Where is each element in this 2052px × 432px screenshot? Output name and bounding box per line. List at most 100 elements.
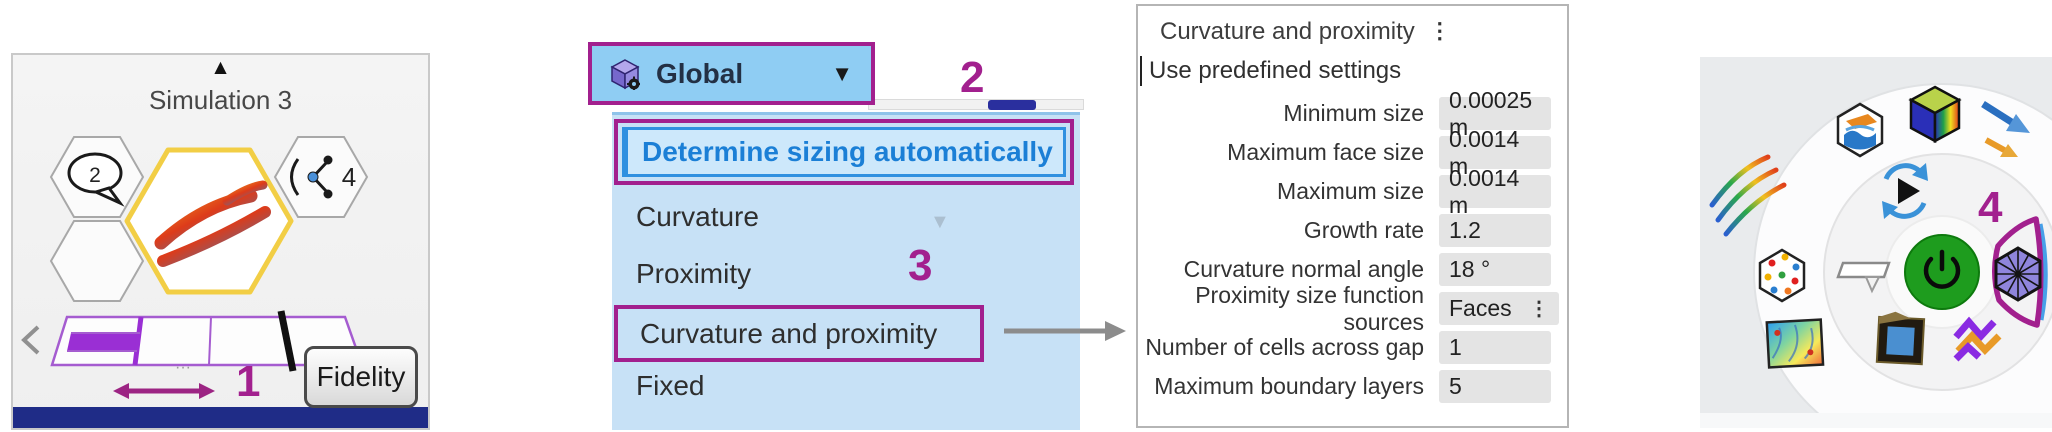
cells-across-gap-field[interactable]: 1	[1439, 331, 1551, 364]
maximum-face-size-field[interactable]: 0.0014 m	[1439, 126, 1551, 179]
text-cursor	[1140, 56, 1142, 86]
kebab-menu-icon[interactable]: ⋮	[1529, 297, 1549, 320]
share-icon	[323, 189, 333, 199]
comment-count: 2	[89, 164, 101, 187]
settings-row: Proximity size function sources Faces ⋮	[1138, 282, 1567, 335]
maximum-size-field[interactable]: 0.0014 m	[1439, 165, 1551, 218]
slide-arrow-icon	[199, 383, 215, 399]
simulation-graphics: 2 4 ···	[21, 136, 369, 399]
step-annotation-3: 3	[908, 241, 933, 290]
settings-panel-title: Curvature and proximity	[1160, 18, 1415, 45]
plot-icon[interactable]	[1953, 316, 2002, 362]
power-button[interactable]	[1904, 234, 1980, 310]
run-animation-icon[interactable]	[1882, 163, 1928, 219]
vector-scene-icon[interactable]	[1981, 101, 2030, 157]
growth-rate-field[interactable]: 1.2	[1439, 214, 1551, 247]
settings-row: Maximum face size 0.0014 m	[1138, 126, 1567, 179]
simcenter-logo-icon	[154, 189, 258, 250]
collapse-up-icon[interactable]: ▲	[210, 56, 231, 79]
settings-row: Minimum size 0.00025 m	[1138, 87, 1567, 140]
radial-touch-menu	[1700, 57, 2052, 428]
simulation-card: ▲ Simulation 3 2 4	[11, 53, 430, 430]
field-label: Maximum boundary layers	[1154, 373, 1424, 399]
field-value: 0.0014 m	[1449, 125, 1520, 179]
field-value: 5	[1449, 373, 1462, 399]
volume-rendering-icon[interactable]	[1908, 85, 1962, 144]
menu-item-curvature-and-proximity[interactable]: Curvature and proximity	[640, 317, 938, 349]
kebab-menu-icon[interactable]: ⋮	[1428, 18, 1451, 43]
menu-item-curvature[interactable]: Curvature	[636, 201, 759, 232]
chevron-down-icon: ▼	[831, 60, 853, 86]
settings-row: Maximum size 0.0014 m	[1138, 165, 1567, 218]
field-label: Minimum size	[1283, 100, 1424, 126]
chevron-left-icon[interactable]	[21, 325, 40, 355]
fidelity-tooltip-label: Fidelity	[316, 361, 406, 392]
fidelity-strip-marker[interactable]	[277, 310, 297, 372]
mesh-icon[interactable]	[1994, 246, 2042, 302]
settings-row: Number of cells across gap 1	[1138, 328, 1567, 367]
ghost-caret-icon: ▼	[930, 211, 950, 233]
menu-item-determine-sizing-automatically[interactable]: Determine sizing automatically	[622, 127, 1066, 177]
fidelity-strip-divider	[208, 316, 212, 366]
step-annotation-4: 4	[1978, 183, 2003, 232]
scalar-scene-icon[interactable]	[1765, 318, 1825, 369]
curvature-normal-angle-field[interactable]: 18 °	[1439, 253, 1551, 286]
annotation-box-curvature-and-proximity: Curvature and proximity	[614, 305, 984, 362]
slide-arrow-icon	[113, 383, 129, 399]
share-icon	[323, 155, 333, 165]
free-surface-scene-icon[interactable]	[1836, 102, 1884, 158]
streamlines-icon[interactable]	[1709, 154, 1787, 237]
sizing-menu: Determine sizing automatically Curvature…	[612, 112, 1080, 430]
simulation-title: Simulation 3	[148, 85, 293, 115]
use-predefined-settings-label: Use predefined settings	[1149, 57, 1402, 84]
fidelity-strip-divider	[132, 316, 144, 366]
step-annotation-2: 2	[960, 53, 985, 102]
particle-tracks-icon[interactable]	[1758, 248, 1806, 303]
field-value: Faces	[1449, 295, 1512, 321]
geometry-scene-icon[interactable]	[1875, 311, 1926, 366]
more-dots-icon: ···	[175, 359, 191, 376]
maximum-boundary-layers-field[interactable]: 5	[1439, 370, 1551, 403]
plane-section-icon[interactable]	[1836, 261, 1891, 294]
card-accent-bar	[13, 407, 428, 428]
dash-hexagon[interactable]	[49, 220, 145, 302]
field-label: Maximum size	[1277, 178, 1424, 204]
power-icon	[1923, 256, 1961, 289]
radial-menu-graphics	[1709, 83, 2052, 428]
field-label: Number of cells across gap	[1145, 334, 1424, 360]
background-window-fragment	[988, 100, 1036, 110]
field-label: Maximum face size	[1227, 139, 1424, 165]
simcenter-logo-icon	[222, 180, 268, 206]
settings-row: Curvature normal angle 18 °	[1138, 250, 1567, 289]
minimum-size-field[interactable]: 0.00025 m	[1439, 87, 1551, 140]
field-value: 0.00025 m	[1449, 86, 1533, 140]
field-value: 0.0014 m	[1449, 164, 1520, 218]
field-label: Curvature normal angle	[1183, 256, 1424, 282]
field-label: Growth rate	[1303, 217, 1424, 243]
field-value: 1.2	[1449, 217, 1481, 243]
share-icon	[307, 171, 319, 183]
annotation-box-determine-sizing: Determine sizing automatically	[614, 119, 1074, 185]
global-button-label: Global	[656, 57, 744, 89]
share-count: 4	[342, 162, 356, 192]
menu-item-proximity[interactable]: Proximity	[636, 258, 752, 289]
menu-item-fixed[interactable]: Fixed	[636, 370, 705, 401]
simulation-hexagon[interactable]	[124, 147, 294, 295]
comment-bubble-tail	[91, 186, 125, 207]
settings-row: Growth rate 1.2	[1138, 211, 1567, 250]
flow-arrow-icon	[1004, 321, 1126, 341]
proximity-size-function-sources-field[interactable]: Faces ⋮	[1439, 292, 1559, 325]
field-label: Proximity size function sources	[1195, 281, 1424, 335]
curvature-proximity-settings-panel: Curvature and proximity ⋮ Use predefined…	[1136, 4, 1569, 428]
fidelity-strip-selected-band[interactable]	[67, 333, 140, 351]
fidelity-tooltip: Fidelity	[304, 346, 418, 408]
panel-bottom-strip	[1700, 413, 2052, 428]
global-settings-cube-icon	[610, 58, 640, 90]
mesh-slice[interactable]	[1992, 216, 2048, 328]
share-icon	[290, 158, 300, 196]
share-hexagon[interactable]	[273, 136, 369, 218]
step-annotation-1: 1	[236, 357, 261, 406]
simcenter-logo-icon	[157, 206, 271, 267]
global-sizing-dropdown-button[interactable]: Global ▼	[588, 42, 875, 105]
field-value: 18 °	[1449, 256, 1491, 282]
